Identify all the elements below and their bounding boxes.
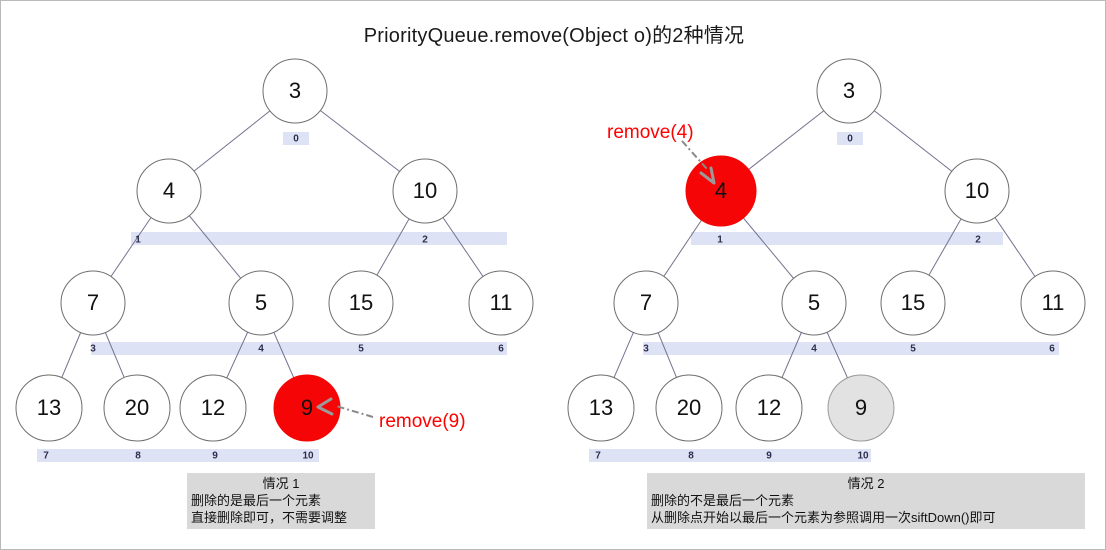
tree-node-20-label: 20 [677, 395, 701, 420]
index-band [589, 449, 871, 462]
index-band [131, 232, 507, 245]
array-index-label: 6 [498, 344, 504, 355]
array-index-label: 5 [910, 344, 916, 355]
page-title: PriorityQueue.remove(Object o)的2种情况 [363, 25, 745, 47]
tree-node-5[interactable] [228, 270, 294, 336]
array-index-label: 9 [766, 451, 772, 462]
array-index-label: 6 [1049, 344, 1055, 355]
tree-node-20[interactable] [655, 374, 723, 442]
tree-node-13[interactable] [15, 374, 83, 442]
array-index-label: 1 [717, 235, 723, 246]
index-band [91, 342, 507, 355]
tree-node-15-label: 15 [901, 290, 925, 315]
array-index-label: 0 [293, 134, 299, 145]
index-band [691, 232, 1003, 245]
array-index-label: 7 [43, 451, 49, 462]
tree-node-7[interactable] [613, 270, 679, 336]
remove-4-callout: remove(4) [607, 122, 694, 143]
tree-node-15-label: 15 [349, 290, 373, 315]
callout-arrow-icon [699, 166, 716, 185]
tree-node-15[interactable] [880, 270, 946, 336]
index-band [837, 132, 863, 145]
tree-node-10-label: 10 [965, 178, 989, 203]
tree-node-12-label: 12 [757, 395, 781, 420]
case1-caption: 情况 1 删除的是最后一个元素直接删除即可，不需要调整 [187, 473, 375, 529]
tree-node-15[interactable] [328, 270, 394, 336]
tree-node-13[interactable] [567, 374, 635, 442]
callout-leader-line [335, 405, 374, 418]
tree-node-3[interactable] [816, 58, 882, 124]
callout-leader-line [681, 140, 708, 170]
tree-node-7[interactable] [60, 270, 126, 336]
case1-caption-line-1: 删除的是最后一个元素 [191, 493, 322, 508]
array-index-label: 5 [358, 344, 364, 355]
array-index-label: 8 [688, 451, 694, 462]
case1-caption-title: 情况 1 [262, 476, 300, 491]
tree-node-4-label: 4 [163, 178, 175, 203]
case1-caption-line-2: 直接删除即可，不需要调整 [191, 510, 348, 525]
tree-node-11-label: 11 [1042, 290, 1065, 315]
array-index-label: 4 [258, 344, 264, 355]
tree-node-5[interactable] [781, 270, 847, 336]
callout-arrow-icon [316, 397, 334, 416]
array-index-label: 2 [422, 235, 428, 246]
tree-node-4-label: 4 [715, 178, 727, 203]
array-index-label: 3 [90, 344, 96, 355]
tree-node-3-label: 3 [843, 78, 855, 103]
case2-caption: 情况 2 删除的不是最后一个元素从删除点开始以最后一个元素为参照调用一次siftD… [647, 473, 1085, 529]
tree-node-3[interactable] [262, 58, 328, 124]
tree-node-10[interactable] [944, 158, 1010, 224]
index-band [283, 132, 309, 145]
case2-caption-line-2: 从删除点开始以最后一个元素为参照调用一次siftDown()即可 [651, 510, 996, 525]
array-index-label: 0 [847, 134, 853, 145]
tree-node-7-label: 7 [640, 290, 652, 315]
tree-node-5-label: 5 [255, 290, 267, 315]
tree-node-9-label: 9 [855, 395, 867, 420]
case2-caption-line-1: 删除的不是最后一个元素 [651, 493, 795, 508]
tree-node-9[interactable] [827, 374, 895, 442]
tree-node-4[interactable] [136, 158, 202, 224]
tree-node-7-label: 7 [87, 290, 99, 315]
tree-node-9-label: 9 [301, 395, 313, 420]
array-index-label: 10 [302, 451, 314, 462]
array-index-label: 1 [135, 235, 141, 246]
tree-node-10[interactable] [392, 158, 458, 224]
remove-9-callout: remove(9) [379, 411, 466, 432]
tree-node-13-label: 13 [37, 395, 61, 420]
index-band [643, 342, 1059, 355]
tree-node-13-label: 13 [589, 395, 613, 420]
case2-caption-title: 情况 2 [847, 476, 885, 491]
tree-node-20-label: 20 [125, 395, 149, 420]
tree-node-12[interactable] [735, 374, 803, 442]
tree-node-10-label: 10 [413, 178, 437, 203]
tree-node-11[interactable] [1020, 270, 1086, 336]
array-index-label: 8 [135, 451, 141, 462]
array-index-label: 10 [857, 451, 869, 462]
array-index-label: 9 [212, 451, 218, 462]
tree-node-20[interactable] [103, 374, 171, 442]
array-index-label: 7 [595, 451, 601, 462]
tree-node-12[interactable] [179, 374, 247, 442]
array-index-label: 2 [975, 235, 981, 246]
tree-node-11-label: 11 [490, 290, 513, 315]
array-index-label: 4 [811, 344, 817, 355]
tree-node-5-label: 5 [808, 290, 820, 315]
index-band [37, 449, 319, 462]
tree-node-11[interactable] [468, 270, 534, 336]
tree-node-3-label: 3 [289, 78, 301, 103]
array-index-label: 3 [643, 344, 649, 355]
tree-node-12-label: 12 [201, 395, 225, 420]
